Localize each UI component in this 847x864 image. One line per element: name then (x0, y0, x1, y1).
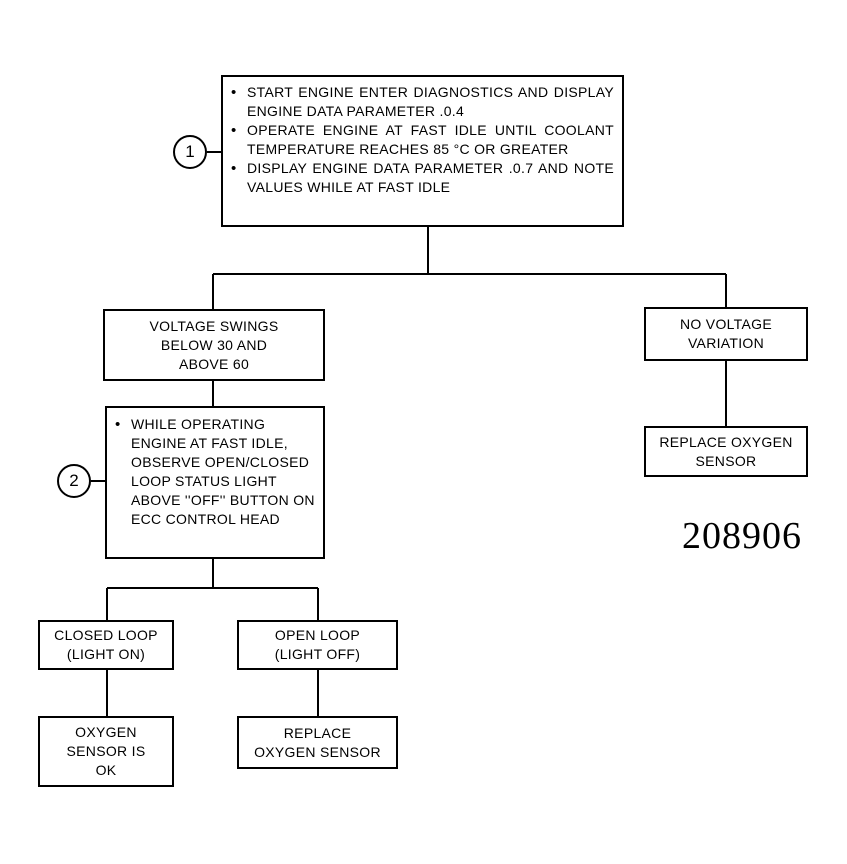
replace-sensor-line: REPLACE OXYGEN (659, 433, 793, 450)
replace-sensor-right-box: REPLACE OXYGEN SENSOR (644, 426, 808, 477)
closed-loop-box: CLOSED LOOP (LIGHT ON) (38, 620, 174, 670)
step-1-number: 1 (185, 142, 195, 161)
voltage-swings-line: ABOVE 60 (178, 355, 250, 372)
replace-sensor-bottom-box: REPLACE OXYGEN SENSOR (237, 716, 398, 769)
step-1-item: OPERATE ENGINE AT FAST IDLE UNTIL COOLAN… (231, 121, 614, 159)
sensor-ok-box: OXYGEN SENSOR IS OK (38, 716, 174, 787)
sensor-ok-line: SENSOR IS (66, 743, 146, 759)
open-loop-line: OPEN LOOP (274, 627, 361, 643)
replace-sensor-line: OXYGEN SENSOR (254, 743, 381, 760)
replace-sensor-line: REPLACE (283, 724, 352, 741)
no-voltage-line: VARIATION (687, 335, 765, 351)
step-2-marker: 2 (57, 464, 91, 498)
open-loop-line: (LIGHT OFF) (274, 646, 361, 662)
step-1-box: START ENGINE ENTER DIAGNOSTICS AND DISPL… (221, 75, 624, 227)
step-1-list: START ENGINE ENTER DIAGNOSTICS AND DISPL… (223, 77, 622, 203)
voltage-swings-box: VOLTAGE SWINGS BELOW 30 AND ABOVE 60 (103, 309, 325, 381)
no-voltage-box: NO VOLTAGE VARIATION (644, 307, 808, 361)
step-1-marker: 1 (173, 135, 207, 169)
open-loop-box: OPEN LOOP (LIGHT OFF) (237, 620, 398, 670)
step-1-item: START ENGINE ENTER DIAGNOSTICS AND DISPL… (231, 83, 614, 121)
no-voltage-line: NO VOLTAGE (680, 316, 772, 332)
step-2-number: 2 (69, 471, 79, 490)
voltage-swings-line: VOLTAGE SWINGS (149, 317, 279, 334)
figure-number: 208906 (682, 515, 802, 557)
replace-sensor-line: SENSOR (695, 452, 757, 469)
step-2-box: WHILE OPERATING ENGINE AT FAST IDLE, OBS… (105, 406, 325, 559)
step-2-item: WHILE OPERATING ENGINE AT FAST IDLE, OBS… (115, 415, 315, 529)
closed-loop-line: CLOSED LOOP (54, 627, 158, 643)
step-1-item: DISPLAY ENGINE DATA PARAMETER .0.7 AND N… (231, 159, 614, 197)
sensor-ok-line: OK (95, 762, 117, 778)
sensor-ok-line: OXYGEN (75, 724, 137, 740)
step-2-list: WHILE OPERATING ENGINE AT FAST IDLE, OBS… (107, 408, 323, 535)
voltage-swings-line: BELOW 30 AND (160, 336, 268, 353)
closed-loop-line: (LIGHT ON) (66, 646, 146, 662)
